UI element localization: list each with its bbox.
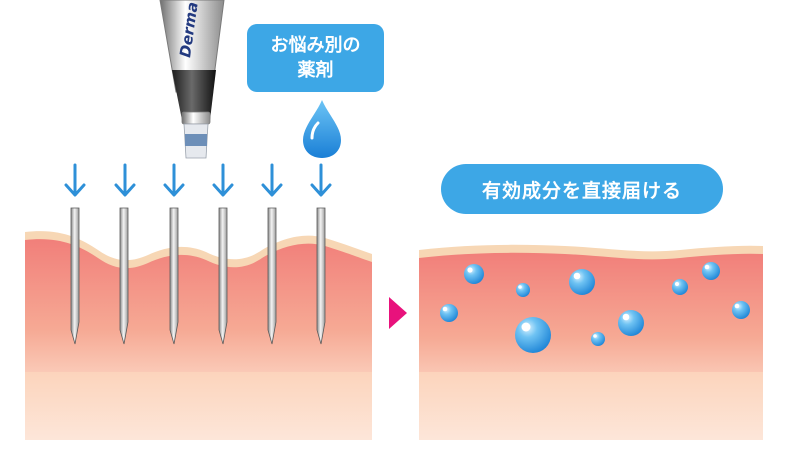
bubble <box>569 269 595 295</box>
down-arrow-icon <box>261 163 283 197</box>
bubble <box>440 304 458 322</box>
pen-collar <box>181 111 211 125</box>
drug-callout: お悩み別の 薬剤 <box>247 24 384 92</box>
down-arrow-icon <box>163 163 185 197</box>
down-arrow-icon <box>310 163 332 197</box>
bubble <box>672 279 688 295</box>
bubble <box>732 301 750 319</box>
microneedle-pen-icon: Derma <box>159 0 225 159</box>
pen-grip <box>172 70 216 120</box>
left-skin-lower-band <box>25 372 372 440</box>
pen-tip-band <box>185 134 207 146</box>
down-arrow-icon <box>114 163 136 197</box>
needle-icon <box>169 207 179 345</box>
down-arrow-icon <box>212 163 234 197</box>
triangle-right-icon <box>389 297 407 329</box>
effect-callout: 有効成分を直接届ける <box>441 164 723 214</box>
needles <box>70 207 326 345</box>
bubble <box>702 262 720 280</box>
down-arrow-icon <box>64 163 86 197</box>
down-arrows <box>64 163 332 197</box>
needle-icon <box>218 207 228 345</box>
needle-icon <box>267 207 277 345</box>
bubble <box>464 264 484 284</box>
bubble <box>516 283 530 297</box>
needle-icon <box>119 207 129 345</box>
left-skin-panel <box>25 231 372 440</box>
active-ingredient-bubbles <box>440 262 750 353</box>
right-skin-lower-band <box>419 372 763 440</box>
needle-icon <box>316 207 326 345</box>
drug-callout-line2: 薬剤 <box>297 60 334 81</box>
needle-icon <box>70 207 80 345</box>
right-skin-panel <box>419 244 763 440</box>
bubble <box>515 317 551 353</box>
bubble <box>618 310 644 336</box>
drop-highlight <box>310 121 320 140</box>
water-drop-icon <box>303 100 341 158</box>
drug-callout-line1: お悩み別の <box>270 35 361 56</box>
bubble <box>591 332 605 346</box>
